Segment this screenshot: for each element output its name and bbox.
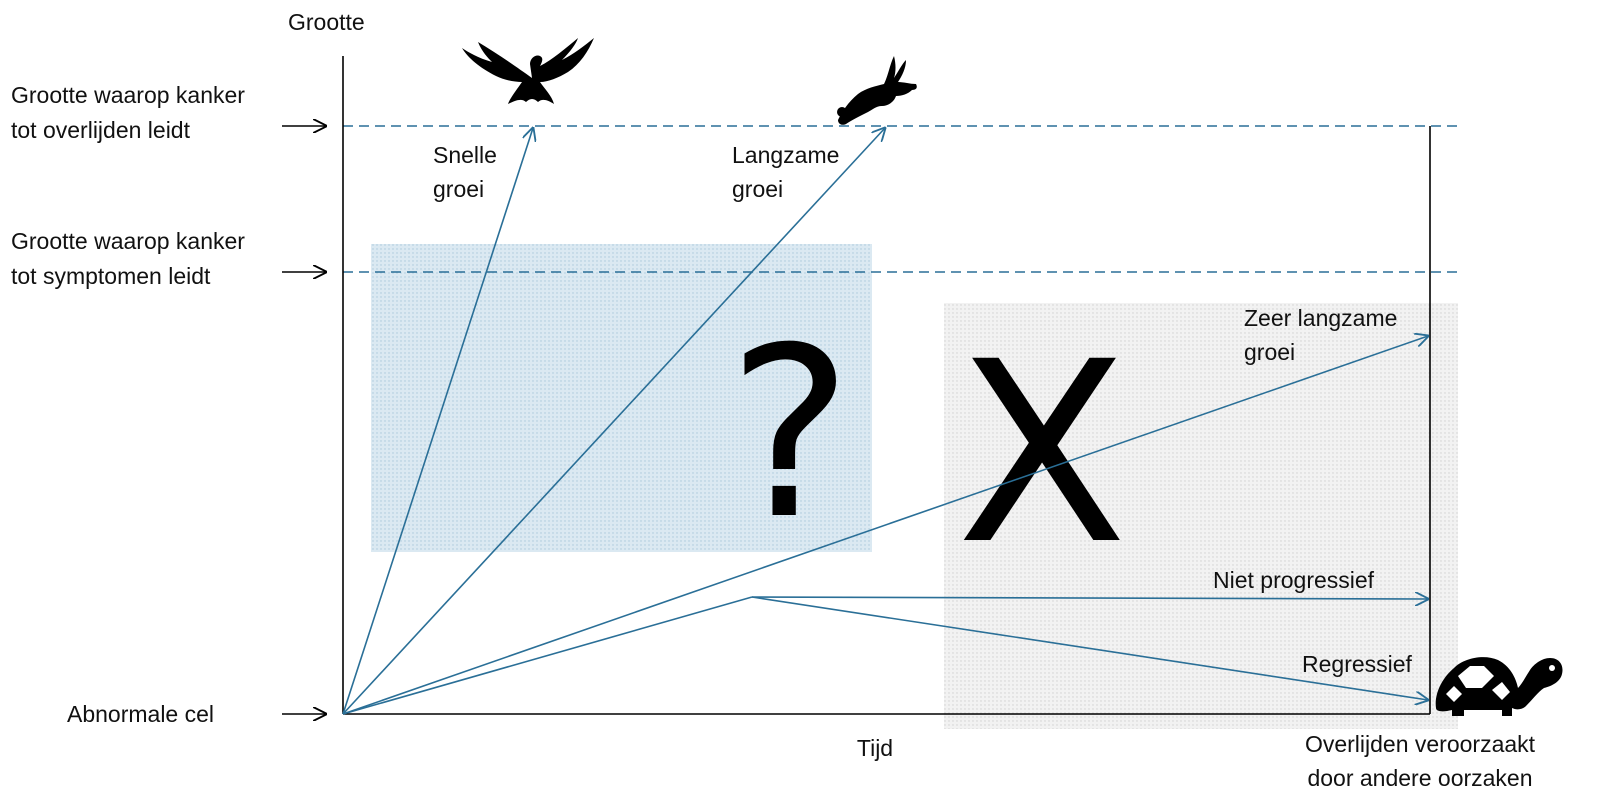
very-slow-growth-arrow (342, 336, 1428, 715)
tortoise-icon (1435, 657, 1563, 716)
unknown-region (371, 244, 872, 552)
death-other-causes-label-line2: door andere oorzaken (1307, 765, 1532, 791)
slow-growth-label-line1: Langzame (732, 142, 839, 168)
slow-growth-arrow (342, 128, 885, 715)
symptom-level-label-line2: tot symptomen leidt (11, 263, 211, 289)
death-level-label-line1: Grootte waarop kanker (11, 82, 245, 108)
death-level-label-line2: tot overlijden leidt (11, 117, 191, 143)
eagle-icon (462, 38, 594, 104)
x-mark: X (956, 308, 1127, 599)
very-slow-growth-label-line1: Zeer langzame (1244, 305, 1397, 331)
x-axis-title: Tijd (857, 735, 893, 761)
symptom-level-label-line1: Grootte waarop kanker (11, 228, 245, 254)
fast-growth-label-line1: Snelle (433, 142, 497, 168)
slow-growth-label-line2: groei (732, 176, 783, 202)
shared-early-segment (342, 596, 753, 715)
origin-label: Abnormale cel (67, 701, 214, 727)
fast-growth-arrow (342, 128, 533, 715)
fast-growth-label-line2: groei (433, 176, 484, 202)
y-axis-title: Grootte (288, 9, 365, 35)
regressive-arrow (751, 596, 1428, 700)
hare-icon (837, 56, 917, 125)
death-other-causes-label-line1: Overlijden veroorzaakt (1305, 731, 1536, 757)
non-progressive-arrow (751, 597, 1428, 599)
very-slow-growth-label-line2: groei (1244, 339, 1295, 365)
regressive-label: Regressief (1302, 651, 1413, 677)
excluded-region (944, 303, 1458, 729)
non-progressive-label: Niet progressief (1213, 567, 1375, 593)
question-mark: ? (728, 298, 853, 571)
